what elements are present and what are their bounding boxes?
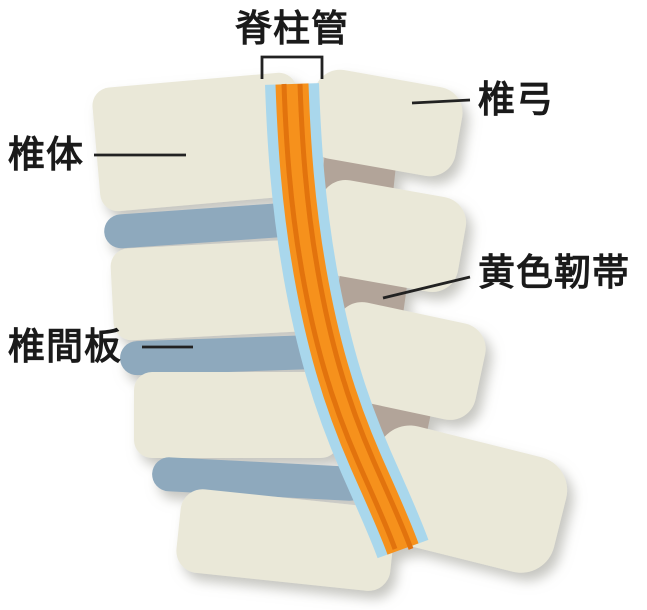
spine-figure [92,66,568,591]
spinal-canal-bracket [260,55,324,79]
yellow-ligament-label: 黄色靭帯 [478,251,630,294]
intervertebral-disc-2 [120,334,335,376]
intervertebral-disc-1 [104,201,319,249]
vertebral-arch-1 [307,69,463,177]
vertebral-body-1 [92,72,305,212]
vertebral-body-2 [110,239,314,341]
vertebral-body-label: 椎体 [8,133,84,176]
vertebral-arch-label: 椎弓 [478,78,554,121]
vertebral-body-4 [176,489,395,591]
leader-line-yellow-ligament [382,275,471,300]
vertebral-arch-2 [311,179,467,293]
intervertebral-disc-label: 椎間板 [8,325,122,368]
intervertebral-disc-3 [152,457,367,501]
leader-line-vertebral-arch [411,98,471,105]
spinal-canal-label: 脊柱管 [235,7,349,50]
vertebral-body-3 [134,372,339,458]
